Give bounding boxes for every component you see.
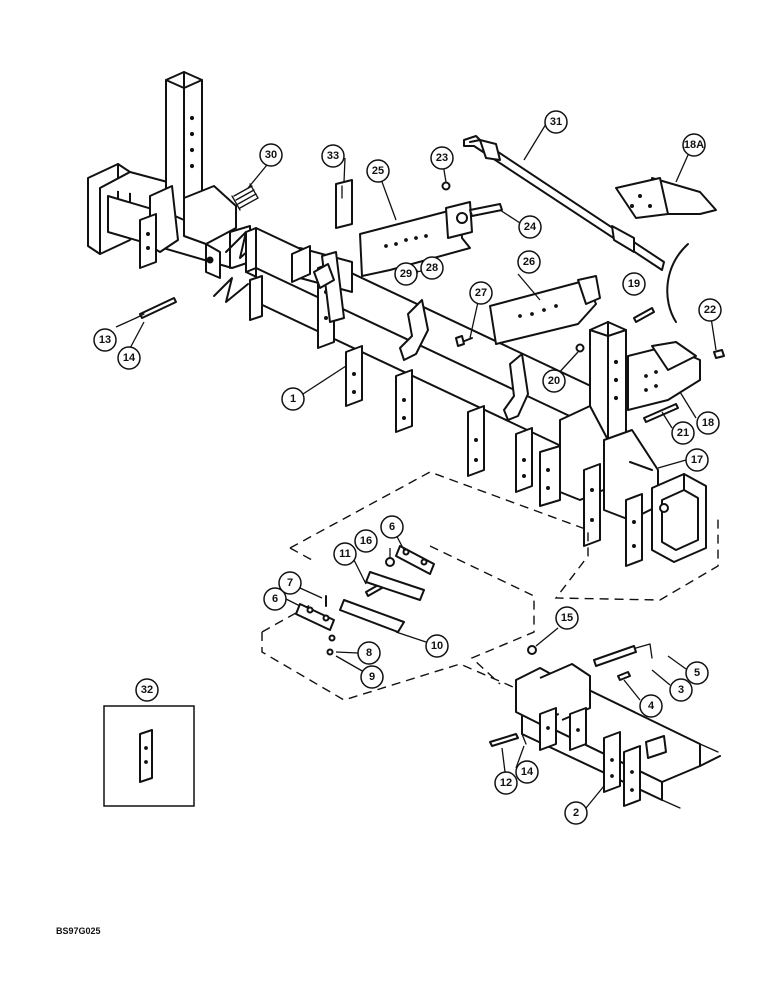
svg-text:33: 33	[327, 150, 339, 162]
callout-27: 27	[469, 281, 493, 305]
svg-text:18A: 18A	[684, 139, 704, 151]
svg-text:14: 14	[123, 352, 136, 364]
callout-16: 16	[354, 529, 378, 553]
callout-18: 18	[696, 411, 720, 435]
callout-4: 4	[639, 694, 663, 718]
right-frame-end	[539, 321, 707, 567]
svg-text:4: 4	[648, 700, 655, 712]
callout-22: 22	[698, 298, 722, 322]
callout-31: 31	[544, 110, 568, 134]
callout-5: 5	[685, 661, 709, 685]
callout-28: 28	[420, 256, 444, 280]
svg-text:23: 23	[436, 152, 448, 164]
callout-21: 21	[671, 421, 695, 445]
svg-text:17: 17	[691, 454, 703, 466]
svg-text:26: 26	[523, 256, 535, 268]
callout-9: 9	[360, 665, 384, 689]
svg-text:28: 28	[426, 262, 438, 274]
inset-box-32	[103, 705, 195, 807]
callout-18a: 18A	[682, 133, 706, 157]
svg-text:8: 8	[366, 647, 372, 659]
svg-text:18: 18	[702, 417, 714, 429]
callout-6b: 6	[380, 515, 404, 539]
svg-text:10: 10	[431, 640, 443, 652]
svg-text:21: 21	[677, 427, 689, 439]
svg-text:6: 6	[272, 593, 278, 605]
svg-text:15: 15	[561, 612, 573, 624]
loose-parts	[135, 135, 725, 423]
svg-text:32: 32	[141, 684, 153, 696]
svg-text:1: 1	[290, 393, 296, 405]
svg-text:3: 3	[678, 684, 684, 696]
svg-text:24: 24	[524, 221, 537, 233]
callout-7: 7	[278, 571, 302, 595]
callout-3: 3	[669, 678, 693, 702]
svg-text:16: 16	[360, 535, 372, 547]
callout-6a: 6	[263, 587, 287, 611]
svg-text:5: 5	[694, 667, 700, 679]
svg-text:14: 14	[521, 766, 534, 778]
callout-14a: 14	[117, 346, 141, 370]
callout-32: 32	[135, 678, 159, 702]
drawing-code: BS97G025	[56, 926, 101, 936]
callout-23: 23	[430, 146, 454, 170]
svg-text:6: 6	[389, 521, 395, 533]
callout-2: 2	[564, 801, 588, 825]
callout-25: 25	[366, 159, 390, 183]
svg-text:30: 30	[265, 149, 277, 161]
svg-text:27: 27	[475, 287, 487, 299]
callout-17: 17	[685, 448, 709, 472]
callout-26: 26	[517, 250, 541, 274]
svg-text:12: 12	[500, 777, 512, 789]
svg-text:22: 22	[704, 304, 716, 316]
callout-24: 24	[518, 215, 542, 239]
svg-text:20: 20	[548, 375, 560, 387]
callout-30: 30	[259, 143, 283, 167]
lower-frame	[489, 643, 721, 809]
callout-14b: 14	[515, 760, 539, 784]
callout-13: 13	[93, 328, 117, 352]
svg-text:29: 29	[400, 268, 412, 280]
svg-text:9: 9	[369, 671, 375, 683]
callout-8: 8	[357, 641, 381, 665]
leader-lines	[115, 123, 717, 809]
svg-text:11: 11	[339, 548, 351, 560]
callout-15: 15	[555, 606, 579, 630]
callout-19: 19	[622, 272, 646, 296]
svg-text:31: 31	[550, 116, 562, 128]
svg-text:2: 2	[573, 807, 579, 819]
callout-12: 12	[494, 771, 518, 795]
callout-33: 33	[321, 144, 345, 168]
detail-parts	[295, 545, 435, 656]
svg-text:13: 13	[99, 334, 111, 346]
callout-11: 11	[333, 542, 357, 566]
callout-10: 10	[425, 634, 449, 658]
svg-text:19: 19	[628, 278, 640, 290]
callout-1: 1	[281, 387, 305, 411]
main-frame	[87, 71, 613, 493]
callout-20: 20	[542, 369, 566, 393]
svg-text:25: 25	[372, 165, 384, 177]
callout-29: 29	[394, 262, 418, 286]
svg-text:7: 7	[287, 577, 293, 589]
